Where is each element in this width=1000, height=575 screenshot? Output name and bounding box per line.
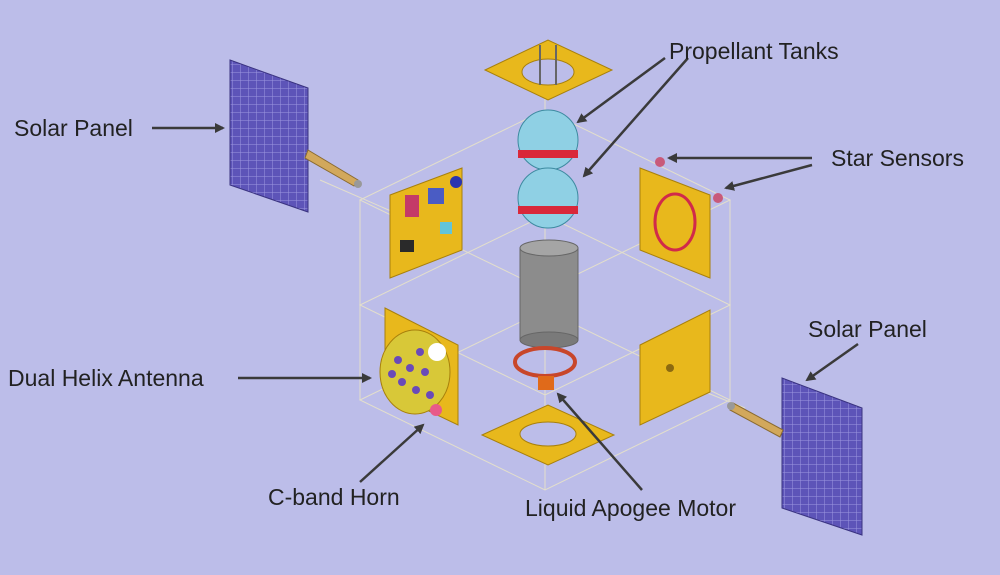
label-solar-panel-left: Solar Panel	[14, 115, 133, 141]
side-panel-right-upper	[639, 157, 723, 279]
arrow-propellant-lower	[582, 57, 689, 178]
label-solar-panel-right: Solar Panel	[808, 316, 927, 342]
label-liquid-apogee-motor: Liquid Apogee Motor	[525, 495, 736, 521]
arrow-horn	[359, 423, 425, 483]
label-c-band-horn: C-band Horn	[268, 484, 400, 510]
label-arrows	[152, 56, 859, 491]
central-cylinder	[519, 239, 579, 349]
side-panel-right-lower	[639, 309, 711, 426]
propellant-tank-lower	[517, 167, 579, 229]
label-star-sensors: Star Sensors	[831, 145, 964, 171]
label-propellant-tanks: Propellant Tanks	[669, 38, 839, 64]
arrow-solar-right	[805, 342, 859, 382]
top-deck-panel	[483, 39, 614, 101]
liquid-apogee-motor	[513, 346, 577, 390]
arrow-propellant-upper	[576, 56, 666, 124]
label-dual-helix-antenna: Dual Helix Antenna	[8, 365, 204, 391]
side-panel-left-lower	[379, 307, 459, 426]
propellant-tank-upper	[517, 109, 579, 171]
side-panel-left-upper	[389, 167, 463, 279]
solar-panel-right	[727, 377, 863, 536]
arrow-star-sensor-2	[724, 163, 813, 191]
solar-panel-left	[229, 59, 362, 213]
arrow-apogee	[556, 392, 643, 491]
